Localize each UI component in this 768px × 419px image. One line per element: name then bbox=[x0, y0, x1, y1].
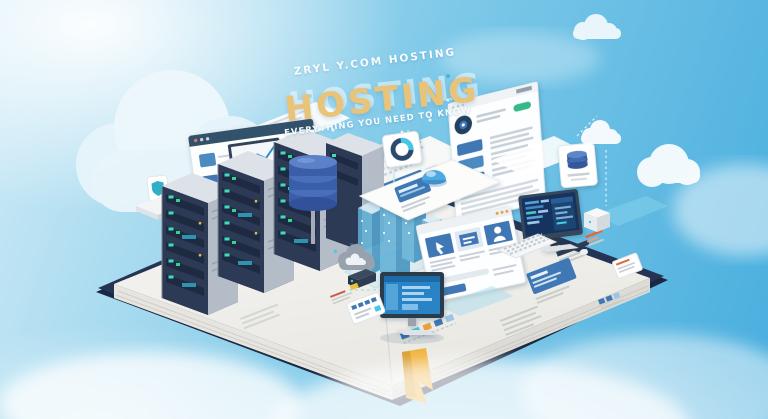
cloud-bottom-right bbox=[520, 334, 768, 419]
calculator-card bbox=[346, 292, 386, 325]
cursor-icon bbox=[435, 242, 444, 255]
database-card bbox=[557, 142, 598, 189]
cloud-icon bbox=[338, 244, 375, 270]
mouse bbox=[580, 249, 588, 255]
cloud-top-right bbox=[573, 14, 621, 40]
person-icon bbox=[494, 226, 506, 243]
donut-chart-card bbox=[382, 131, 423, 168]
small-monitor bbox=[380, 272, 444, 335]
glass-ramp-right bbox=[596, 196, 668, 226]
router-cube bbox=[584, 208, 610, 232]
cloud-right-mid bbox=[637, 144, 700, 187]
code-lines bbox=[524, 196, 577, 231]
page-print-right bbox=[330, 229, 643, 345]
webpage-sheet-dome bbox=[358, 159, 502, 221]
cloud-far-right bbox=[673, 164, 768, 256]
small-cloud bbox=[581, 120, 621, 144]
dotted-connectors bbox=[407, 97, 607, 206]
database-icon bbox=[566, 150, 588, 169]
glass-ramp-center bbox=[438, 286, 514, 316]
yellow-chip bbox=[349, 282, 359, 291]
blue-dome bbox=[421, 170, 447, 187]
cloud-upper-center bbox=[440, 32, 600, 84]
cloud-bottom-left bbox=[0, 352, 300, 419]
desktop-monitor bbox=[518, 189, 583, 252]
keyboard bbox=[496, 233, 558, 259]
database-cylinder bbox=[289, 155, 337, 244]
